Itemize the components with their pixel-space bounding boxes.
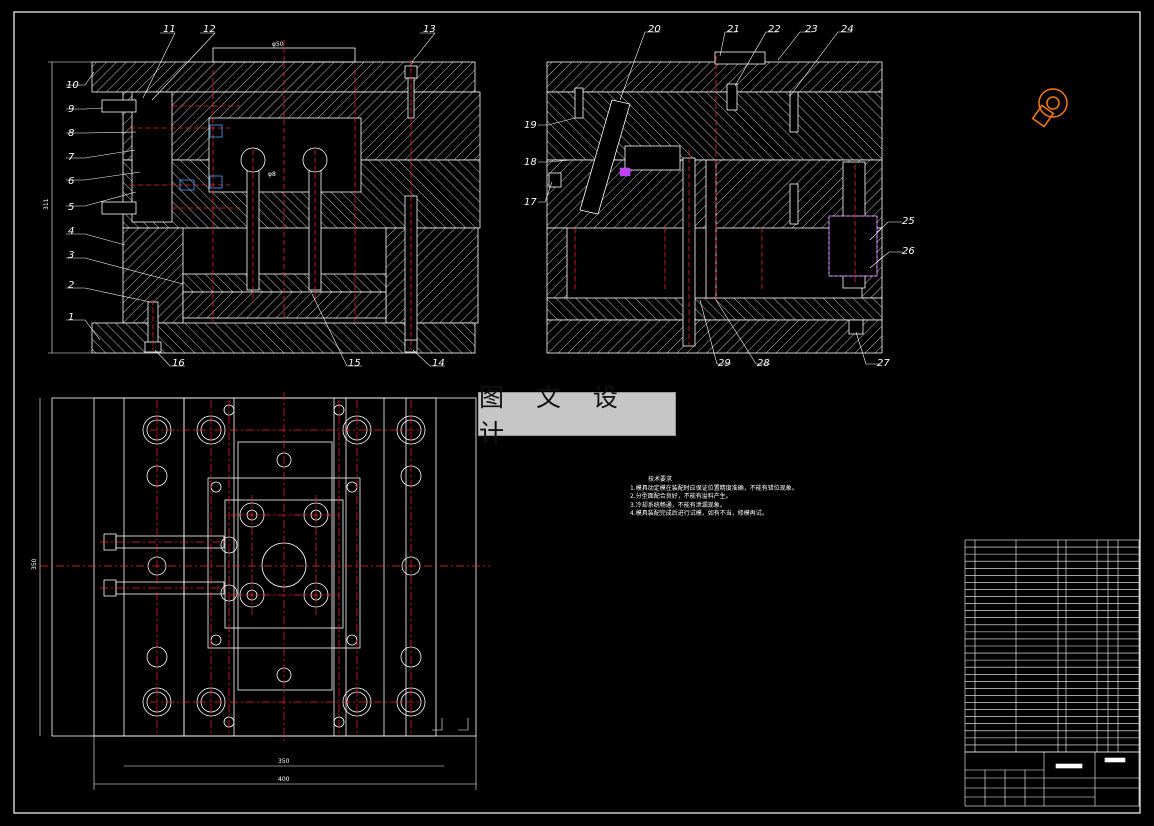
right-hidden-lines	[574, 56, 856, 345]
part-number-2: 2	[68, 280, 74, 291]
plan-inner-width-dimension: 350	[278, 758, 290, 765]
part-number-21: 21	[727, 24, 740, 35]
part-number-7: 7	[68, 152, 75, 163]
part-3d-thumbnail-icon	[1031, 88, 1068, 128]
part-number-9: 9	[68, 104, 74, 115]
left-dimension-lines	[48, 61, 92, 354]
part-number-19: 19	[524, 120, 537, 131]
right-water-channel	[619, 167, 878, 277]
part-number-17: 17	[524, 197, 537, 208]
small-dimension: φ8	[268, 171, 276, 178]
left-height-dimension: 311	[43, 198, 50, 210]
part-number-8: 8	[68, 128, 74, 139]
part-number-1: 1	[68, 312, 74, 323]
part-number-23: 23	[805, 24, 818, 35]
part-number-28: 28	[757, 358, 770, 369]
technical-requirement-item: 3.冷却系统畅通，不能有泄漏现象。	[630, 501, 726, 509]
part-number-24: 24	[841, 24, 854, 35]
drawing-border	[13, 11, 1141, 814]
part-number-12: 12	[203, 24, 216, 35]
part-number-22: 22	[768, 24, 781, 35]
title-block	[964, 751, 1140, 807]
part-number-4: 4	[68, 226, 74, 237]
technical-requirement-item: 2.分型面配合良好，不能有溢料产生。	[630, 493, 732, 500]
part-number-26: 26	[902, 246, 915, 257]
plan-centerlines	[40, 392, 490, 742]
part-number-11: 11	[163, 24, 176, 35]
left-cooling-lines	[179, 124, 223, 191]
part-number-10: 10	[66, 80, 79, 91]
part-number-15: 15	[348, 358, 361, 369]
parts-list-table	[964, 539, 1140, 753]
plan-outer-width-dimension: 400	[278, 776, 290, 783]
plan-height-dimension: 350	[31, 558, 38, 570]
part-number-6: 6	[68, 176, 74, 187]
left-leader-lines	[66, 32, 445, 367]
right-leader-lines	[538, 31, 903, 365]
part-number-29: 29	[718, 358, 731, 369]
plan-dimension-lines	[39, 398, 477, 790]
technical-requirement-item: 4.模具装配完成后进行试模，如有不当，修模再试。	[630, 510, 768, 517]
part-number-25: 25	[902, 216, 915, 227]
part-number-14: 14	[432, 358, 445, 369]
part-number-13: 13	[423, 24, 436, 35]
technical-requirements: 技术要求 1.模具动定模在装配时应保证位置精度准确，不能有错位现象。 2.分型面…	[630, 476, 798, 519]
technical-requirement-item: 1.模具动定模在装配时应保证位置精度准确，不能有错位现象。	[630, 484, 798, 492]
part-number-27: 27	[877, 358, 890, 369]
sprue-bush-dimension: φ50	[272, 41, 284, 48]
watermark-label: 图 文 设 计	[478, 383, 676, 448]
part-number-5: 5	[68, 202, 74, 213]
part-number-16: 16	[172, 358, 185, 369]
part-number-20: 20	[648, 24, 661, 35]
plan-view	[51, 397, 477, 737]
technical-requirements-title: 技术要求	[648, 476, 673, 483]
part-number-18: 18	[524, 157, 537, 168]
right-section-view	[546, 51, 883, 354]
part-number-3: 3	[68, 250, 74, 261]
left-section-view	[91, 47, 481, 354]
right-part-numbers: 17 18 19 20 21 22 23 24 25 26 27 28 29	[524, 24, 915, 369]
